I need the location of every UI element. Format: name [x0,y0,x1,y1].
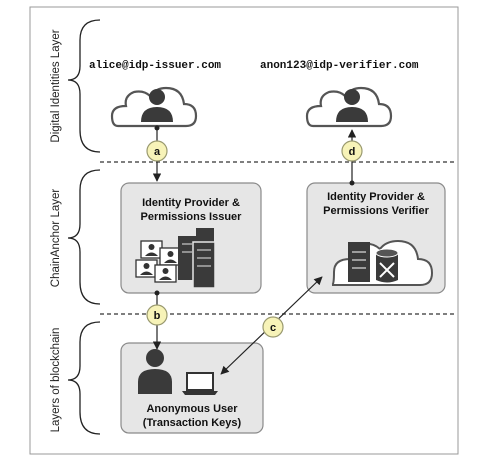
layer-label-chainanchor: ChainAnchor Layer [50,189,62,288]
verifier-title-line1: Identity Provider & [327,191,425,203]
cloud-server-database-icon [331,239,434,286]
svg-text:c: c [270,322,276,334]
step-badge-c: c [262,316,284,338]
step-badge-b: b [146,304,168,326]
issuer-title-line1: Identity Provider & [142,197,240,209]
layer-brace-chainanchor [67,169,101,305]
user-icon [138,349,172,394]
step-badge-a: a [146,140,168,162]
verifier-identity-email: anon123@idp-verifier.com [260,60,419,72]
user-title-line2: (Transaction Keys) [143,417,242,429]
verifier-title-line2: Permissions Verifier [323,205,429,217]
svg-text:d: d [349,146,356,158]
cloud-user-icon [110,86,198,128]
layer-brace-blockchain [67,321,101,435]
laptop-icon [182,372,218,395]
issuer-title-line2: Permissions Issuer [141,211,243,223]
layer-label-digital-identities: Digital Identities Layer [50,29,62,142]
server-rack-icon [178,228,216,289]
layer-label-blockchain: Layers of blockchain [50,328,62,433]
svg-text:a: a [154,146,161,158]
user-title-line1: Anonymous User [146,403,238,415]
step-badge-d: d [341,140,363,162]
id-cards-icon [135,240,182,283]
issuer-identity-email: alice@idp-issuer.com [89,60,221,72]
cloud-user-icon [305,86,393,128]
layer-brace-digital-identities [67,19,101,153]
svg-text:b: b [154,310,161,322]
